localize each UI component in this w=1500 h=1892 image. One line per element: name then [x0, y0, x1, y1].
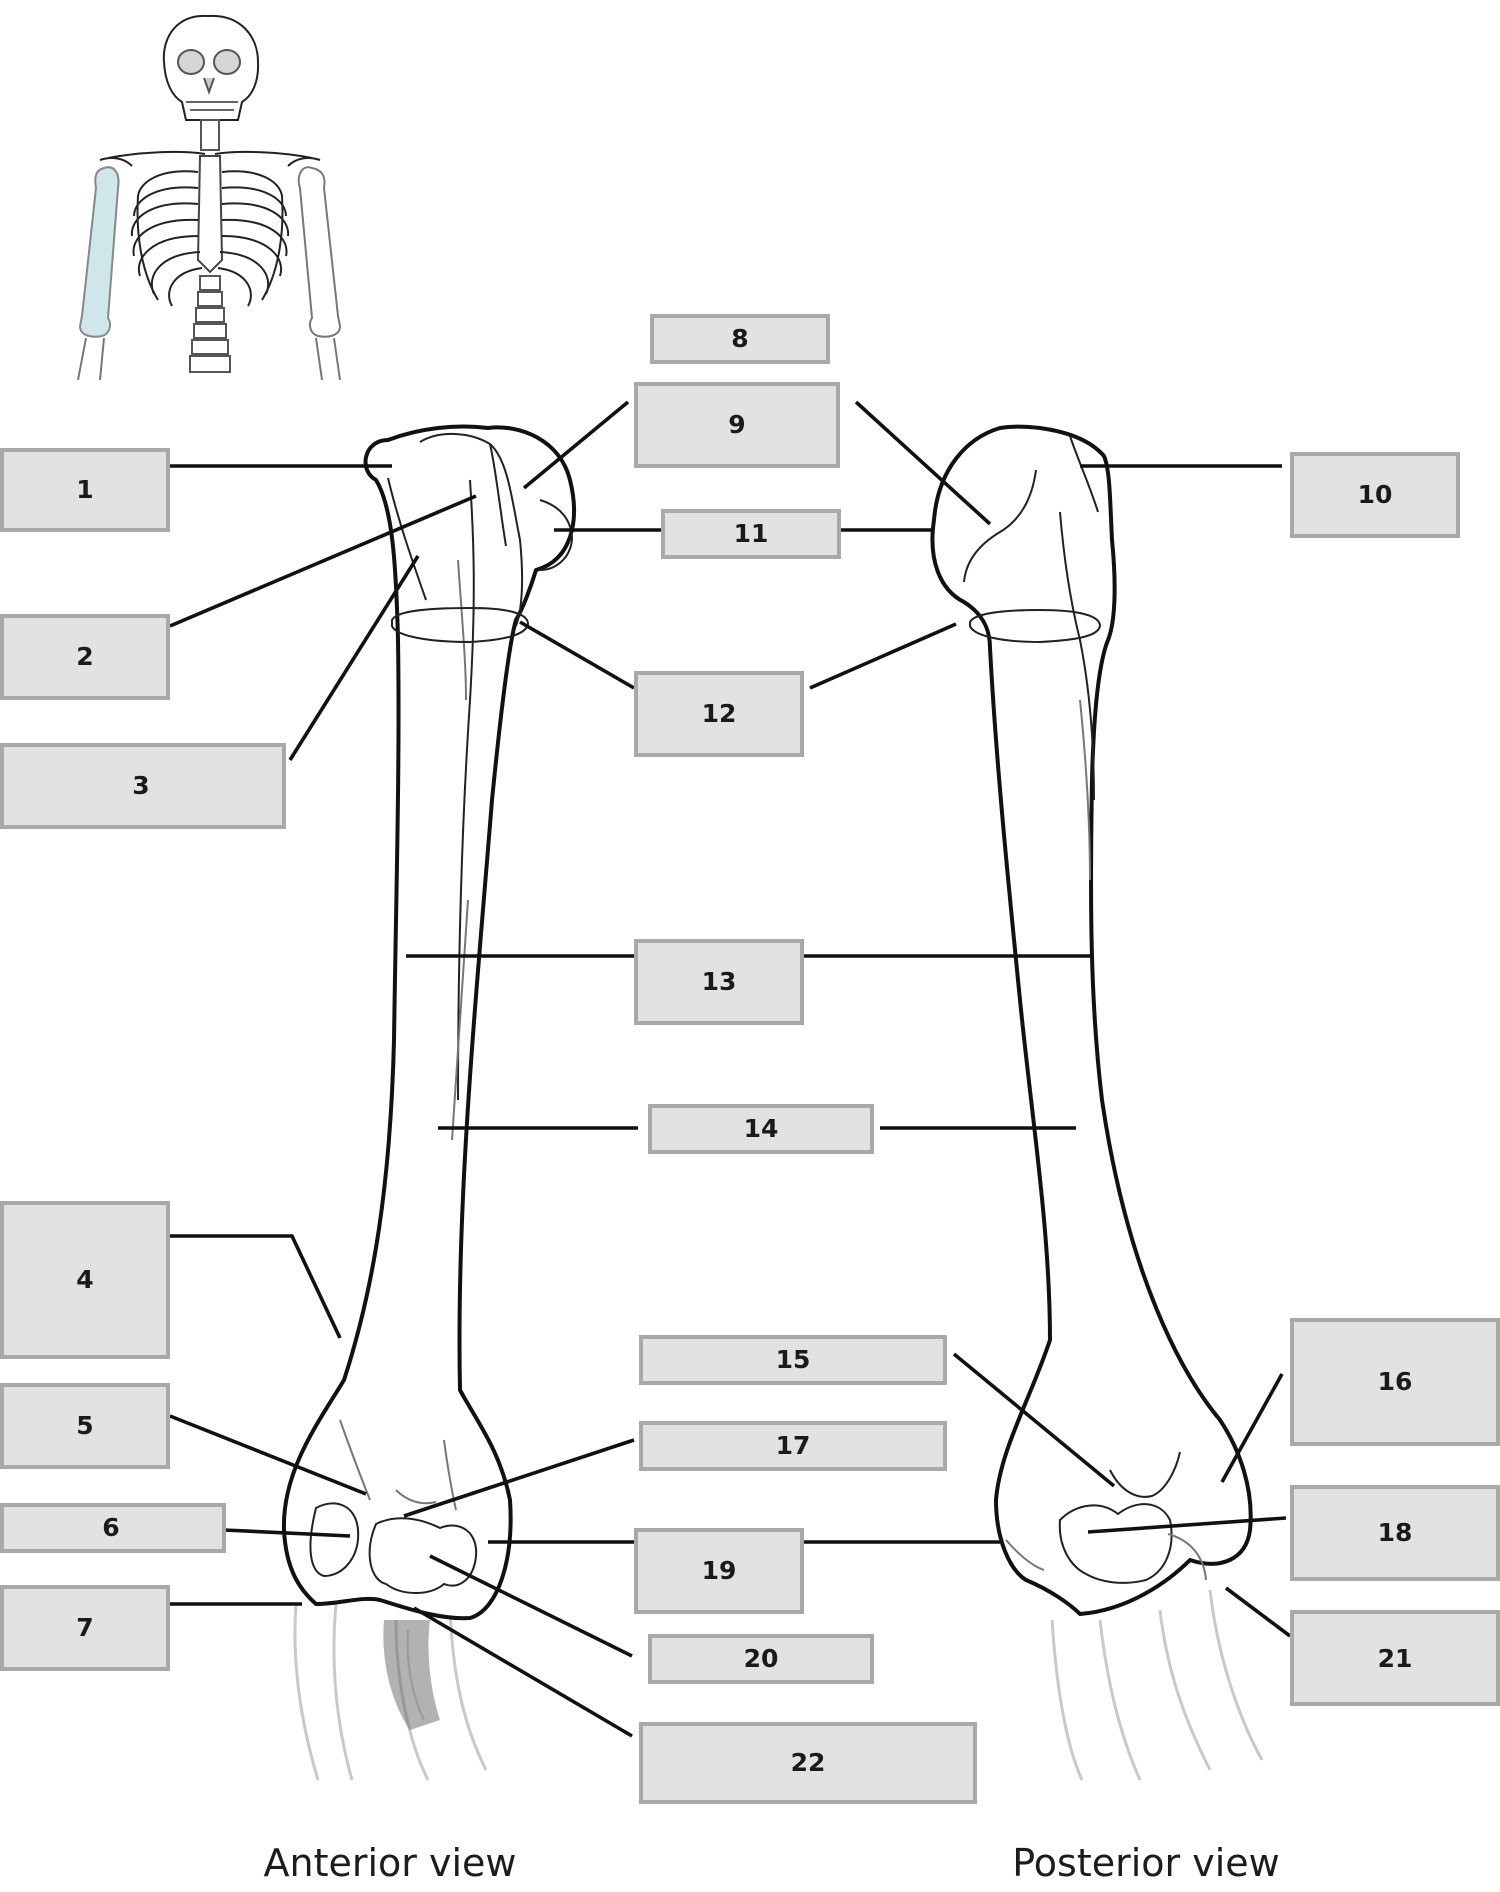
anterior-humerus-drawing — [281, 424, 576, 1781]
label-box-18[interactable]: 18 — [1290, 1485, 1500, 1581]
leader-9b — [854, 400, 992, 526]
label-box-6[interactable]: 6 — [0, 1503, 226, 1553]
label-box-1[interactable]: 1 — [0, 448, 170, 532]
label-box-17[interactable]: 17 — [639, 1421, 947, 1471]
svg-text:21: 21 — [1378, 1644, 1413, 1673]
leader-4 — [170, 1234, 342, 1339]
leader-17 — [403, 1438, 635, 1518]
posterior-humerus-drawing — [930, 424, 1264, 1781]
leader-15 — [952, 1352, 1116, 1488]
svg-text:3: 3 — [132, 771, 149, 800]
leader-2 — [169, 494, 477, 628]
svg-text:1: 1 — [76, 475, 93, 504]
svg-text:16: 16 — [1378, 1367, 1413, 1396]
leader-21 — [1224, 1586, 1292, 1638]
label-box-10[interactable]: 10 — [1290, 452, 1460, 538]
svg-text:10: 10 — [1358, 480, 1393, 509]
skeleton-thumbnail — [77, 14, 342, 381]
leader-3 — [288, 555, 420, 761]
posterior-view-caption: Posterior view — [1012, 1841, 1280, 1885]
svg-text:11: 11 — [734, 519, 769, 548]
svg-text:18: 18 — [1378, 1518, 1413, 1547]
label-boxes: 1 2 3 4 5 6 7 8 — [0, 314, 1500, 1804]
label-box-3[interactable]: 3 — [0, 743, 286, 829]
svg-text:19: 19 — [702, 1556, 737, 1585]
svg-text:22: 22 — [791, 1748, 826, 1777]
label-box-22[interactable]: 22 — [639, 1722, 977, 1804]
label-box-15[interactable]: 15 — [639, 1335, 947, 1385]
leader-lines — [169, 400, 1292, 1738]
svg-text:13: 13 — [702, 967, 737, 996]
leader-6 — [223, 1528, 351, 1538]
label-box-19[interactable]: 19 — [634, 1528, 804, 1614]
anterior-view-caption: Anterior view — [264, 1841, 517, 1885]
svg-text:20: 20 — [744, 1644, 779, 1673]
label-box-14[interactable]: 14 — [648, 1104, 874, 1154]
svg-text:6: 6 — [102, 1513, 119, 1542]
leader-12b — [809, 622, 957, 690]
leader-9a — [522, 400, 630, 490]
label-box-7[interactable]: 7 — [0, 1585, 170, 1671]
leader-20 — [429, 1554, 633, 1658]
leader-16 — [1220, 1373, 1284, 1483]
svg-text:5: 5 — [76, 1411, 93, 1440]
svg-text:8: 8 — [731, 324, 748, 353]
label-box-16[interactable]: 16 — [1290, 1318, 1500, 1446]
label-box-21[interactable]: 21 — [1290, 1610, 1500, 1706]
svg-text:15: 15 — [776, 1345, 811, 1374]
label-box-2[interactable]: 2 — [0, 614, 170, 700]
svg-text:17: 17 — [776, 1431, 811, 1460]
svg-text:4: 4 — [76, 1265, 93, 1294]
label-box-12[interactable]: 12 — [634, 671, 804, 757]
svg-text:14: 14 — [744, 1114, 779, 1143]
svg-text:2: 2 — [76, 642, 93, 671]
label-box-5[interactable]: 5 — [0, 1383, 170, 1469]
label-box-8[interactable]: 8 — [650, 314, 830, 364]
leader-12a — [519, 620, 635, 690]
leader-18 — [1087, 1516, 1287, 1534]
svg-text:9: 9 — [728, 410, 745, 439]
label-box-9[interactable]: 9 — [634, 382, 840, 468]
label-box-11[interactable]: 11 — [661, 509, 841, 559]
label-box-13[interactable]: 13 — [634, 939, 804, 1025]
svg-text:7: 7 — [76, 1613, 93, 1642]
svg-text:12: 12 — [702, 699, 737, 728]
leader-22 — [413, 1606, 633, 1738]
label-box-4[interactable]: 4 — [0, 1201, 170, 1359]
leader-5 — [169, 1414, 367, 1496]
label-box-20[interactable]: 20 — [648, 1634, 874, 1684]
